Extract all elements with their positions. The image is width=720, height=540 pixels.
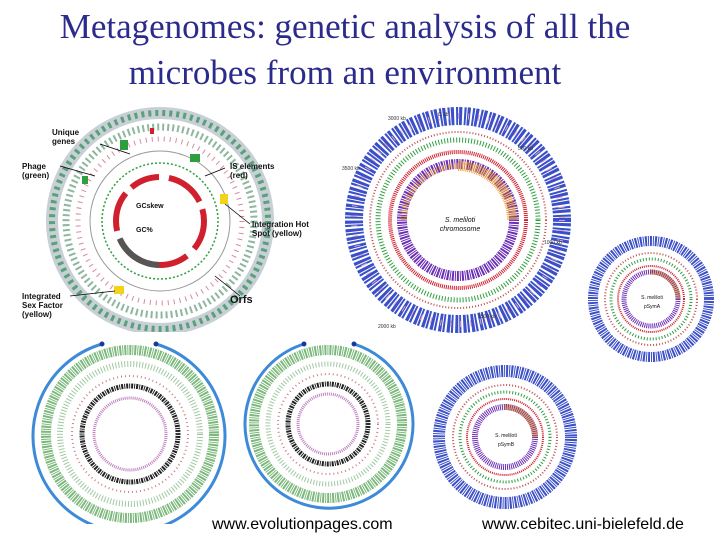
psyma-map-panel: S. meliloti pSymA (584, 232, 718, 366)
svg-text:3500 kb: 3500 kb (342, 166, 360, 172)
psymb-map-label: S. meliloti pSymB (495, 433, 517, 448)
phage-label: Phage (green) (22, 162, 50, 180)
is-elements-label: IS elements (red) (230, 162, 275, 180)
psymb-map (433, 365, 577, 509)
psymb-map-panel: S. meliloti pSymB (430, 362, 580, 512)
annotated-genome-map (46, 107, 274, 332)
slide-title-line-2: microbes from an environment (128, 53, 562, 92)
credit-evolutionpages: www.evolutionpages.com (212, 516, 393, 533)
bottom-left-map-panel (30, 340, 242, 524)
unique-genes-label: Unique genes (52, 128, 80, 146)
chromosome-map-panel: C 1b 3000 kb 500 kb 1000 kb 3500 kb 2000… (338, 104, 578, 334)
bottom-left-map (31, 341, 227, 524)
slide-title-line-1: Metagenomes: genetic analysis of all the (59, 7, 631, 46)
psyma-map (588, 236, 714, 362)
bottom-mid-map (243, 341, 415, 510)
slide-title: Metagenomes: genetic analysis of all the… (0, 4, 690, 96)
chromosome-map: C 1b 3000 kb 500 kb 1000 kb 3500 kb 2000… (342, 107, 571, 333)
gc-skew-label: GCskew (136, 203, 164, 210)
svg-text:2000 kb: 2000 kb (378, 324, 396, 330)
svg-text:500 kb: 500 kb (518, 146, 533, 152)
gc-percent-label: GC% (136, 227, 153, 234)
bottom-mid-map-panel (242, 340, 420, 516)
credit-cebitec: www.cebitec.uni-bielefeld.de (482, 516, 684, 533)
psyma-map-label: S. meliloti pSymA (641, 295, 663, 310)
chromosome-map-label: S. meliloti chromosome (439, 217, 481, 233)
annotated-genome-map-panel: Unique genes Phage (green) IS elements (… (20, 106, 330, 332)
svg-text:C 1b: C 1b (438, 112, 449, 118)
svg-text:3000 kb: 3000 kb (388, 116, 406, 122)
svg-text:1000 kb: 1000 kb (544, 240, 562, 246)
svg-text:1500 kb: 1500 kb (478, 314, 496, 320)
integration-hot-spot-label: Integration Hot Spot (yellow) (252, 220, 309, 238)
orfs-label: Orfs (230, 294, 253, 306)
integrated-sex-factor-label: Integrated Sex Factor (yellow) (22, 292, 63, 319)
